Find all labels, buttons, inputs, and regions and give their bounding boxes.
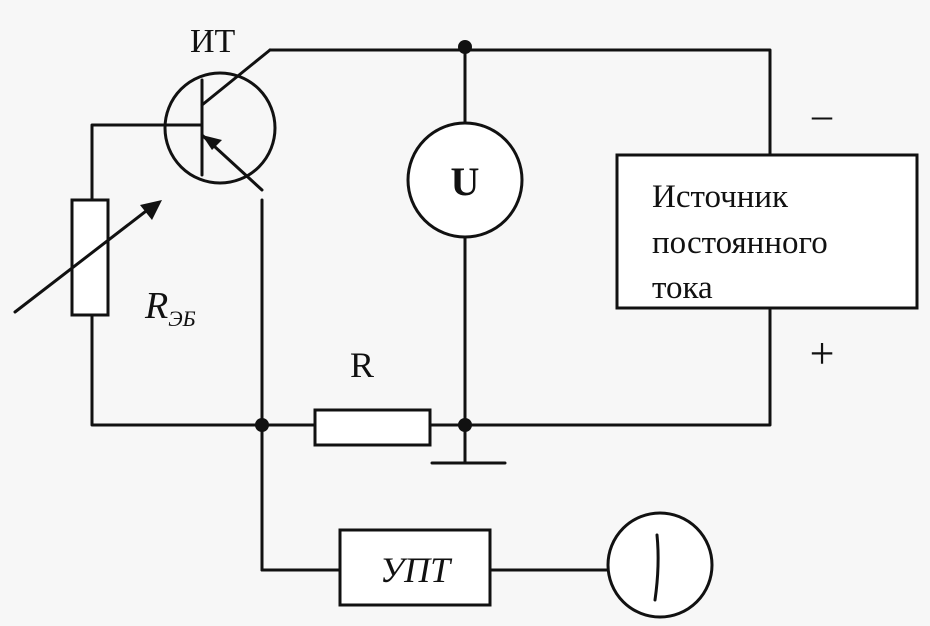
plus-sign: + <box>810 329 835 378</box>
source-label-line2: постоянного <box>652 225 828 261</box>
amplifier-upt <box>338 528 492 607</box>
source-label-line1: Источник <box>652 179 789 215</box>
dc-source <box>615 153 919 310</box>
output-meter-needle <box>653 533 660 602</box>
transistor-label: ИТ <box>190 23 236 60</box>
wire-top <box>268 48 772 157</box>
voltmeter-label: U <box>451 159 480 204</box>
wire-rvar-to-node <box>90 313 264 427</box>
transistor-circle <box>163 71 277 185</box>
wire-base-to-rvar <box>90 123 204 202</box>
minus-sign: – <box>811 92 833 137</box>
resistor-var-label: RЭБ <box>144 285 196 331</box>
amplifier-label: УПТ <box>380 550 453 590</box>
wire-bottom-to-source <box>463 308 772 427</box>
junction-dot-top <box>458 40 472 54</box>
resistor-var-label-sub: ЭБ <box>168 306 195 331</box>
variable-resistor-arrow-shaft <box>13 206 152 314</box>
variable-resistor <box>70 198 110 317</box>
junction-dot-emitter <box>255 418 269 432</box>
transistor-it <box>163 48 277 192</box>
transistor-emitter-arrow <box>202 135 222 150</box>
resistor-var-label-main: R <box>144 285 168 327</box>
output-meter <box>606 511 714 619</box>
resistor-r-label: R <box>350 345 374 385</box>
resistor-r <box>313 408 432 447</box>
junction-dot-bottom <box>458 418 472 432</box>
source-label-line3: тока <box>652 270 713 306</box>
voltmeter <box>406 121 524 239</box>
variable-resistor-arrow-head <box>140 200 162 220</box>
transistor-collector-lead <box>200 48 272 107</box>
